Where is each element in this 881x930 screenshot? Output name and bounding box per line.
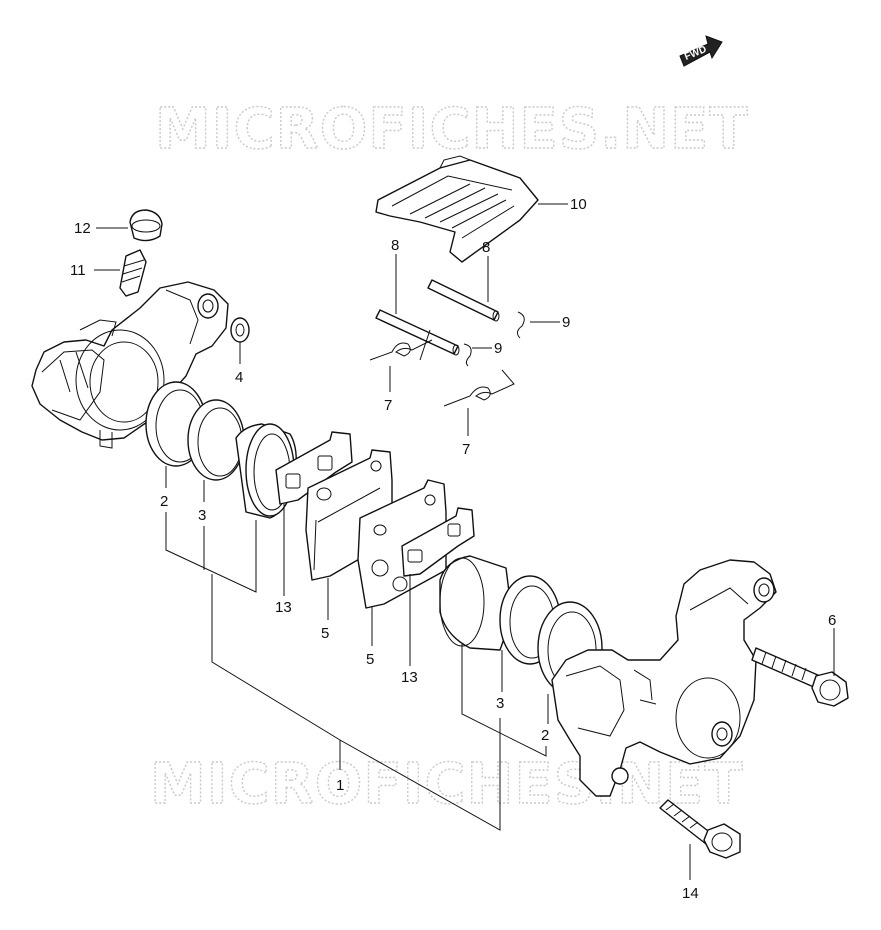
pad-pin-lower-part (375, 309, 460, 356)
pin-clip-upper-part (516, 311, 525, 339)
pad-shim-left-part (275, 431, 353, 505)
callout-8-left: 8 (391, 237, 399, 254)
bleeder-valve-part (119, 249, 147, 297)
callout-6: 6 (828, 612, 836, 629)
assembly-leader-lines (165, 512, 547, 831)
pad-shim-right-part (401, 507, 475, 577)
callout-9-right: 9 (562, 314, 570, 331)
callout-leaders (94, 203, 835, 880)
bleeder-cap-part (129, 209, 163, 242)
pin-clip-lower-part (463, 343, 472, 367)
pad-pin-upper-part (427, 279, 500, 322)
callout-7-left: 7 (384, 397, 392, 414)
piston-seals-left-part (145, 381, 297, 519)
callout-2-left: 2 (160, 493, 168, 510)
callout-14: 14 (682, 885, 699, 902)
callout-9-left: 9 (494, 340, 502, 357)
caliper-bolt-lower-part (659, 799, 741, 859)
callout-13-left: 13 (275, 599, 292, 616)
callout-11: 11 (70, 262, 86, 279)
callout-1: 1 (336, 777, 344, 794)
watermark-bottom: MICROFICHES.NET (150, 752, 744, 817)
callout-3-left: 3 (198, 507, 206, 524)
washer-part (230, 317, 250, 343)
callout-8-right: 8 (482, 239, 490, 256)
callout-7-right: 7 (462, 441, 470, 458)
piston-seals-right-part (439, 555, 603, 695)
watermark-top: MICROFICHES.NET (155, 97, 749, 162)
callout-2-right: 2 (541, 727, 549, 744)
fwd-arrow-icon: FWD (679, 35, 723, 67)
callout-5-right: 5 (366, 651, 374, 668)
caliper-half-left-part (31, 281, 229, 449)
pad-spring-clip-right-part (443, 369, 515, 407)
callout-13-right: 13 (401, 669, 418, 686)
callout-12: 12 (74, 220, 91, 237)
callout-3-right: 3 (496, 695, 504, 712)
pad-spring-clip-left-part (369, 329, 433, 361)
caliper-half-right-part (551, 559, 777, 797)
callout-4: 4 (235, 369, 243, 386)
pad-spring-part (375, 155, 539, 263)
callout-10: 10 (570, 196, 587, 213)
callout-5-left: 5 (321, 625, 329, 642)
callout-labels: 12 11 4 2 3 13 5 5 13 3 2 1 10 8 8 9 9 7… (70, 196, 836, 902)
